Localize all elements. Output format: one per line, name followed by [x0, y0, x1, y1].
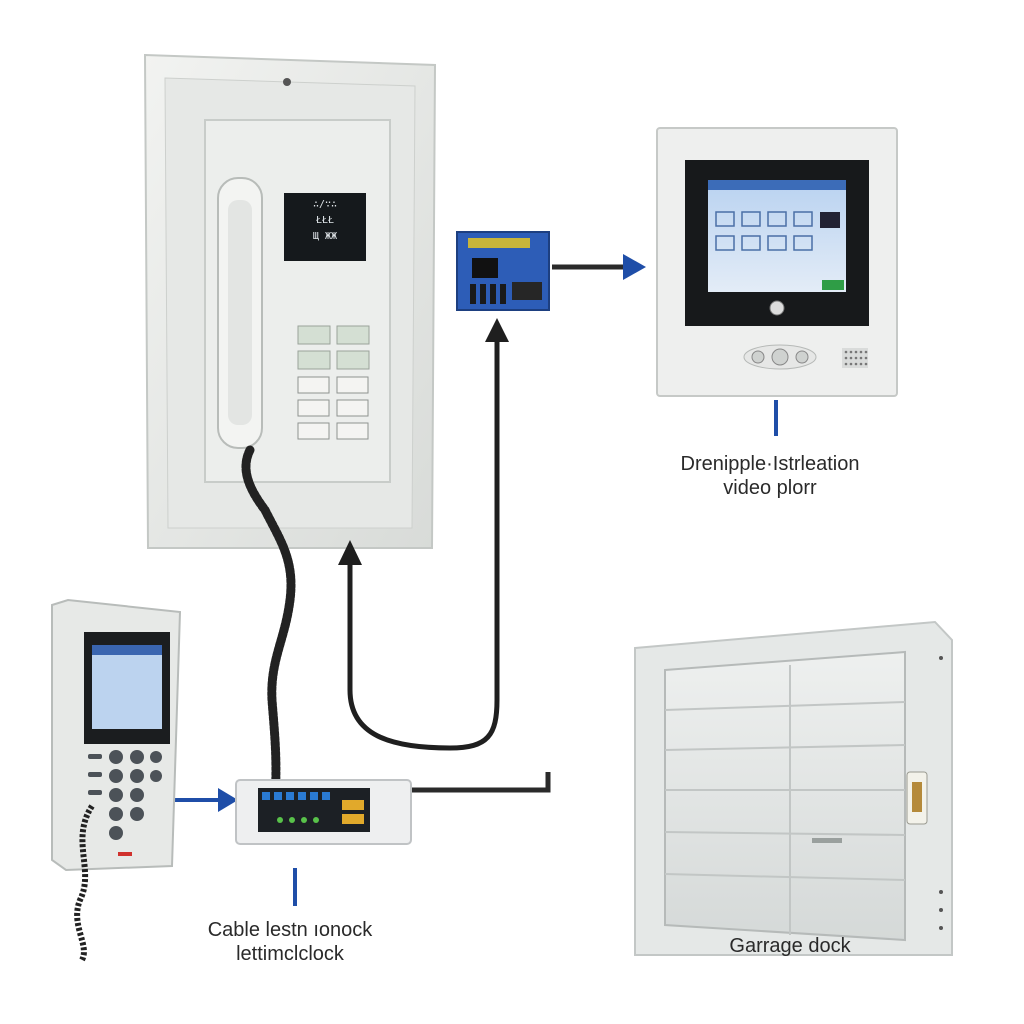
speaker-grille-icon	[842, 348, 868, 368]
home-button-icon[interactable]	[769, 300, 785, 316]
talk-button-icon[interactable]	[771, 348, 789, 366]
handheld-intercom	[51, 598, 182, 962]
unlock-button-icon[interactable]	[795, 350, 809, 364]
display-line: ŁŁŁ	[315, 215, 335, 226]
status-led-icon	[118, 852, 132, 856]
handheld-screen[interactable]	[92, 645, 162, 729]
call-button-icon[interactable]	[751, 350, 765, 364]
video-monitor	[656, 127, 898, 397]
arrow-right-icon	[623, 254, 646, 280]
garage-label: Garrage dock	[660, 934, 920, 958]
garage-label-text: Garrage dock	[729, 935, 851, 957]
monitor-label-line-1: Drenipple·Istrleation	[680, 453, 860, 475]
arrow-up-icon	[338, 540, 362, 565]
lock-icon[interactable]	[912, 782, 922, 812]
handset-icon[interactable]	[217, 177, 263, 449]
relay-module	[456, 231, 550, 311]
panel-screw-icon	[283, 78, 291, 86]
cable-label-line-1: Cable lestn ıonock	[207, 919, 373, 941]
cable-label: Cable lestn ıonock lettimclclock	[160, 918, 420, 966]
intercom-display	[284, 193, 366, 261]
coiled-cord	[241, 445, 296, 845]
handheld-keypad[interactable]	[88, 750, 162, 840]
intercom-display-text: ∴/∵∴ ŁŁŁ Щ ЖЖ	[284, 197, 366, 245]
connector-lines	[168, 254, 778, 906]
arrow-up-icon	[485, 318, 509, 342]
display-line: Щ ЖЖ	[312, 231, 338, 242]
cable-label-line-2: lettimclclock	[236, 943, 344, 965]
door-handle-icon	[812, 838, 842, 843]
monitor-label-line-2: video plorr	[723, 477, 817, 499]
junction-terminal-block	[235, 779, 412, 845]
wall-intercom-panel	[143, 53, 437, 549]
display-line: ∴/∵∴	[312, 199, 338, 210]
monitor-label: Drenipple·Istrleation video plorr	[640, 452, 900, 500]
arrow-right-icon	[218, 788, 238, 812]
garage-door	[634, 620, 953, 956]
intercom-keypad[interactable]	[297, 325, 370, 440]
